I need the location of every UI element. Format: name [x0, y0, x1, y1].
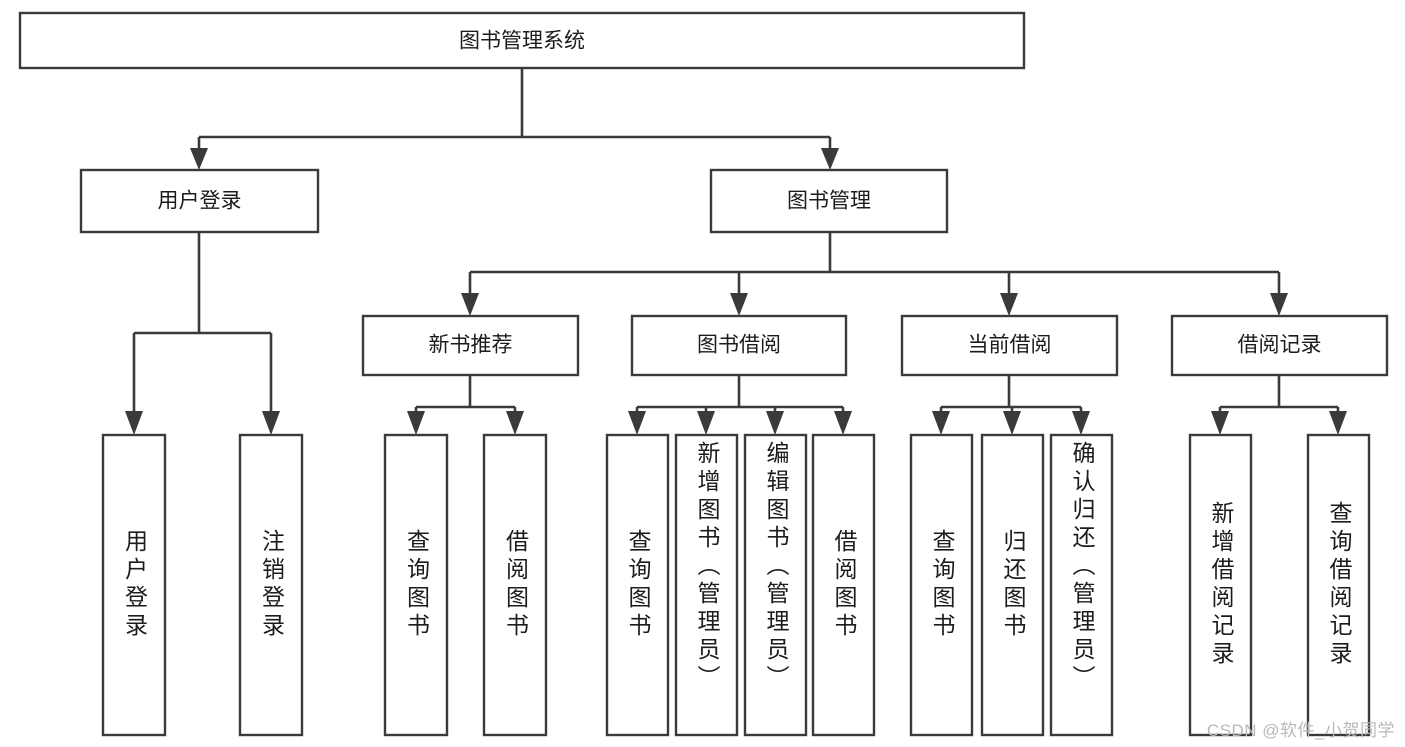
arrow-nbr-leaf-2 [506, 411, 524, 435]
leaf-box-query-borrow-record[interactable] [1306, 433, 1371, 737]
arrow-to-new-book-rec [461, 293, 479, 316]
node-new-book-recommend[interactable] [361, 314, 580, 377]
leaf-box-add-book-admin[interactable] [674, 433, 739, 737]
arrow-bb-leaf-2 [697, 411, 715, 435]
arrow-cb-leaf-2 [1003, 411, 1021, 435]
arrow-to-leaf-user-login [125, 411, 143, 435]
arrow-to-leaf-logout [262, 411, 280, 435]
arrow-cb-leaf-1 [932, 411, 950, 435]
node-borrow-record[interactable] [1170, 314, 1389, 377]
leaf-box-add-borrow-record[interactable] [1188, 433, 1253, 737]
node-new-book-recommend-label: 新书推荐 [429, 334, 513, 357]
leaf-box-user-login[interactable] [101, 433, 167, 737]
leaf-box-edit-book-admin[interactable] [743, 433, 808, 737]
arrow-br-leaf-1 [1211, 411, 1229, 435]
leaf-box-query-book-bb[interactable] [605, 433, 670, 737]
node-book-management[interactable] [709, 168, 949, 234]
arrow-bb-leaf-4 [834, 411, 852, 435]
node-root-label: 图书管理系统 [459, 30, 585, 53]
node-borrow-record-label: 借阅记录 [1238, 334, 1322, 357]
leaf-layer [101, 433, 1371, 737]
arrow-root-to-user-login [190, 148, 208, 170]
node-current-borrow-label: 当前借阅 [968, 334, 1052, 357]
leaf-box-borrow-book-nbr[interactable] [482, 433, 548, 737]
node-layer: 图书管理系统 用户登录 图书管理 新书推荐 图书借阅 当前借阅 借阅记录 [18, 11, 1389, 377]
arrow-to-current-borrow [1000, 293, 1018, 316]
watermark-text: CSDN @软件_小贺同学 [1206, 721, 1395, 740]
arrow-to-book-borrow [730, 293, 748, 316]
leaf-box-query-book-cb[interactable] [909, 433, 974, 737]
leaf-box-borrow-book-bb[interactable] [811, 433, 876, 737]
arrow-bb-leaf-3 [766, 411, 784, 435]
node-book-borrow[interactable] [630, 314, 848, 377]
node-user-login[interactable] [79, 168, 320, 234]
arrow-cb-leaf-3 [1072, 411, 1090, 435]
node-book-borrow-label: 图书借阅 [697, 334, 781, 357]
arrow-bb-leaf-1 [628, 411, 646, 435]
leaf-box-logout[interactable] [238, 433, 304, 737]
node-user-login-label: 用户登录 [158, 190, 242, 213]
arrow-root-to-book-mgmt [821, 148, 839, 170]
arrow-to-borrow-record [1270, 293, 1288, 316]
connector-layer [125, 68, 1347, 435]
node-root[interactable] [18, 11, 1026, 70]
node-current-borrow[interactable] [900, 314, 1119, 377]
arrow-nbr-leaf-1 [407, 411, 425, 435]
node-book-management-label: 图书管理 [787, 190, 871, 213]
leaf-box-confirm-return-admin[interactable] [1049, 433, 1114, 737]
leaf-box-query-book-nbr[interactable] [383, 433, 449, 737]
leaf-box-return-book[interactable] [980, 433, 1045, 737]
arrow-br-leaf-2 [1329, 411, 1347, 435]
